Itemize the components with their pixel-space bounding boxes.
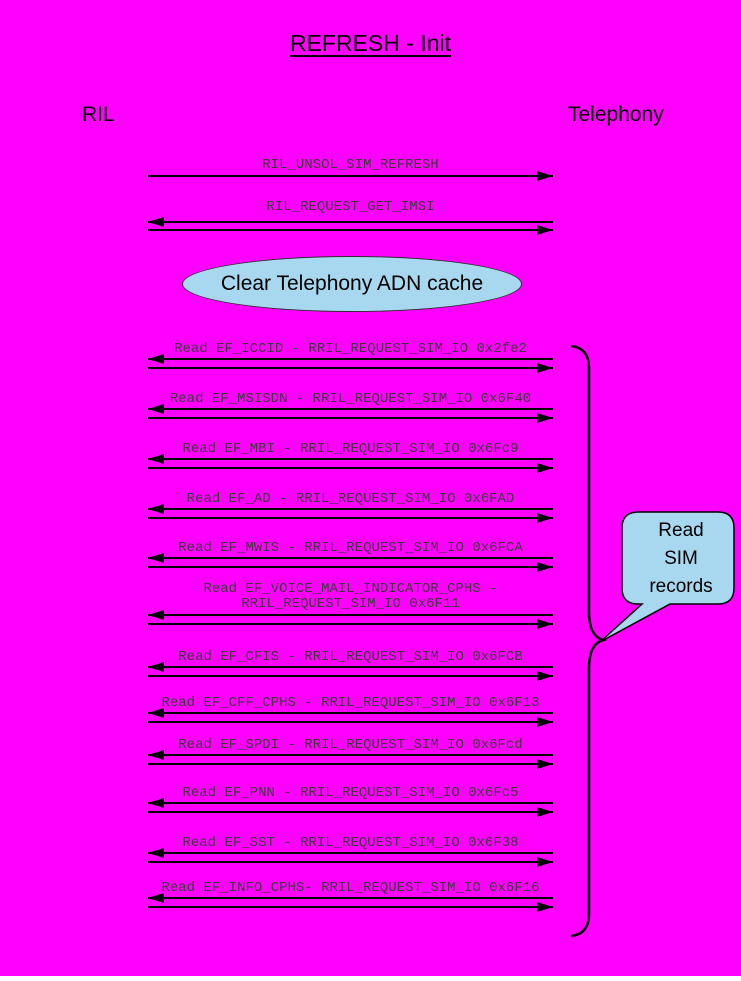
arrow-right <box>148 671 553 681</box>
arrow-right <box>148 857 553 867</box>
callout-bubble <box>599 511 735 643</box>
arrow-right <box>148 902 553 912</box>
read-row-voice-mail-indicator: Read EF_VOICE_MAIL_INDICATOR_CPHS - RRIL… <box>148 581 553 629</box>
participant-ril: RIL <box>82 103 115 126</box>
read-row-sst: Read EF_SST - RRIL_REQUEST_SIM_IO 0x6F38 <box>148 835 553 867</box>
page-edge <box>0 976 741 981</box>
read-label: Read EF_PNN - RRIL_REQUEST_SIM_IO 0x6Fc5 <box>182 785 519 801</box>
arrow-left <box>148 354 553 364</box>
read-row-info-cphs: Read EF_INFO_CPHS- RRIL_REQUEST_SIM_IO 0… <box>148 880 553 912</box>
read-row-cfis: Read EF_CFIS - RRIL_REQUEST_SIM_IO 0x6FC… <box>148 649 553 681</box>
read-row-iccid: Read EF_ICCID - RRIL_REQUEST_SIM_IO 0x2f… <box>148 341 553 373</box>
read-label: Read EF_INFO_CPHS- RRIL_REQUEST_SIM_IO 0… <box>161 880 540 896</box>
read-row-mwis: Read EF_MWIS - RRIL_REQUEST_SIM_IO 0x6FC… <box>148 540 553 572</box>
read-row-msisdn: Read EF_MSISDN - RRIL_REQUEST_SIM_IO 0x6… <box>148 391 553 423</box>
read-row-ad: Read EF_AD - RRIL_REQUEST_SIM_IO 0x6FAD <box>148 491 553 523</box>
adn-cache-ellipse: Clear Telephony ADN cache <box>182 256 522 312</box>
read-label: Read EF_CFIS - RRIL_REQUEST_SIM_IO 0x6FC… <box>178 649 523 665</box>
arrow-right <box>148 717 553 727</box>
arrow-right <box>148 171 553 181</box>
arrow-left <box>148 750 553 760</box>
read-label: Read EF_ICCID - RRIL_REQUEST_SIM_IO 0x2f… <box>174 341 527 357</box>
arrow-right <box>148 413 553 423</box>
read-label: Read EF_MWIS - RRIL_REQUEST_SIM_IO 0x6FC… <box>178 540 523 556</box>
read-label: Read EF_MBI - RRIL_REQUEST_SIM_IO 0x6Fc9 <box>182 441 519 457</box>
arrow-left <box>148 848 553 858</box>
read-label: Read EF_SPDI - RRIL_REQUEST_SIM_IO 0x6Fc… <box>178 737 523 753</box>
read-row-mbi: Read EF_MBI - RRIL_REQUEST_SIM_IO 0x6Fc9 <box>148 441 553 473</box>
arrow-right <box>148 807 553 817</box>
arrow-right <box>148 562 553 572</box>
arrow-left <box>148 504 553 514</box>
arrow-right <box>148 363 553 373</box>
message-row-sim-refresh: RIL_UNSOL_SIM_REFRESH <box>148 158 553 182</box>
message-label: RIL_UNSOL_SIM_REFRESH <box>262 157 439 173</box>
read-label: Read EF_AD - RRIL_REQUEST_SIM_IO 0x6FAD <box>186 491 515 507</box>
read-label: Read EF_CFF_CPHS - RRIL_REQUEST_SIM_IO 0… <box>161 695 540 711</box>
arrow-right <box>148 513 553 523</box>
read-row-spdi: Read EF_SPDI - RRIL_REQUEST_SIM_IO 0x6Fc… <box>148 737 553 769</box>
read-label: Read EF_VOICE_MAIL_INDICATOR_CPHS - RRIL… <box>203 581 498 612</box>
message-label: RIL_REQUEST_GET_IMSI <box>266 199 435 215</box>
read-row-pnn: Read EF_PNN - RRIL_REQUEST_SIM_IO 0x6Fc5 <box>148 785 553 817</box>
arrow-left <box>148 454 553 464</box>
arrow-right <box>148 463 553 473</box>
message-row-get-imsi: RIL_REQUEST_GET_IMSI <box>148 199 553 235</box>
arrow-right <box>148 225 553 235</box>
arrow-left <box>148 553 553 563</box>
read-label: Read EF_SST - RRIL_REQUEST_SIM_IO 0x6F38 <box>182 835 519 851</box>
callout-label: Read SIM records <box>649 520 713 597</box>
read-row-cff-cphs: Read EF_CFF_CPHS - RRIL_REQUEST_SIM_IO 0… <box>148 695 553 727</box>
arrow-left <box>148 662 553 672</box>
diagram-title: REFRESH - Init <box>289 30 452 56</box>
adn-cache-label: Clear Telephony ADN cache <box>220 272 484 295</box>
arrow-left <box>148 893 553 903</box>
arrow-left <box>148 798 553 808</box>
participant-telephony: Telephony <box>568 103 664 126</box>
arrow-right <box>148 619 553 629</box>
arrow-left <box>148 708 553 718</box>
arrow-left <box>148 404 553 414</box>
read-label: Read EF_MSISDN - RRIL_REQUEST_SIM_IO 0x6… <box>169 391 532 407</box>
arrow-left <box>148 610 553 620</box>
arrow-right <box>148 759 553 769</box>
arrow-left <box>148 217 553 227</box>
